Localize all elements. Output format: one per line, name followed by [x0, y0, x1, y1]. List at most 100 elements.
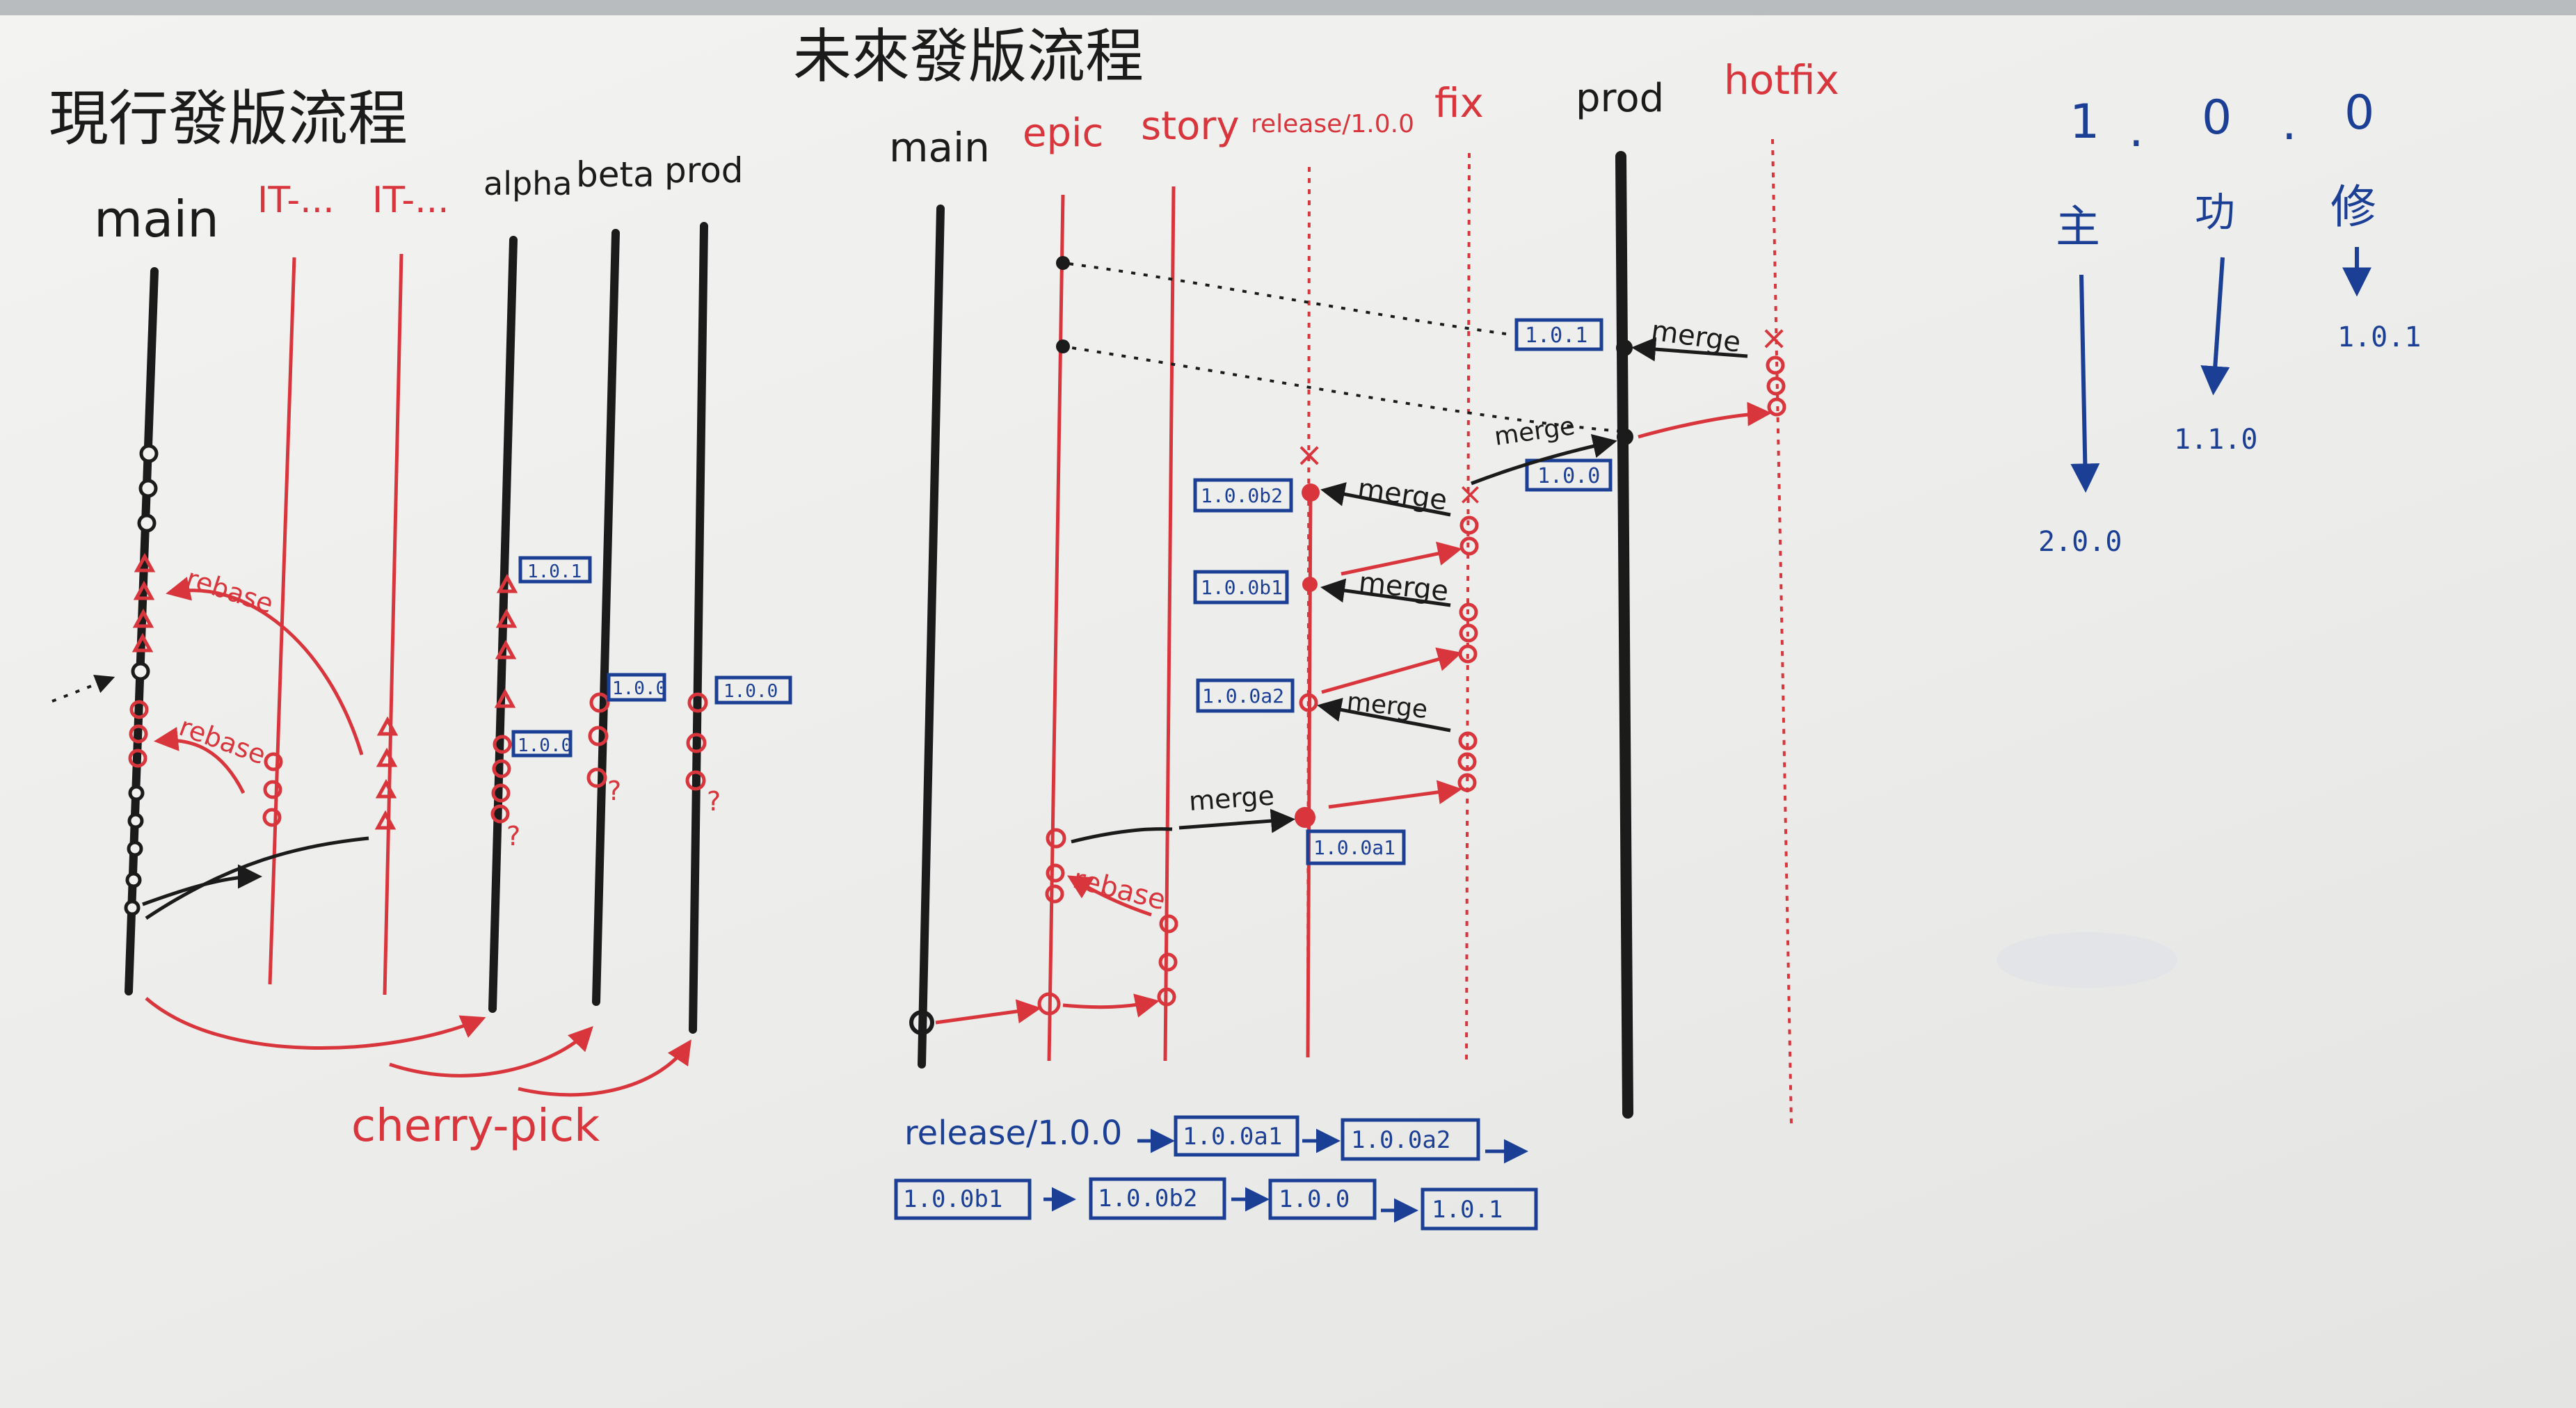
rebase-label: rebase [182, 563, 277, 620]
future-flow-title: 未來發版流程 [793, 22, 1144, 90]
commit-dot [131, 662, 150, 681]
semver-digit: . [2282, 96, 2297, 151]
close-x-marker: × [1457, 477, 1483, 512]
semver-digit: 0 [2344, 86, 2374, 141]
branch-label-story: story [1141, 104, 1240, 149]
version-tag: 1.0.0 [607, 673, 666, 702]
prod-branch-line [1615, 151, 1633, 1119]
current-flow-title: 現行發版流程 [49, 84, 408, 154]
commit-triangle [374, 810, 397, 830]
branch-label-hotfix: hotfix [1724, 56, 1839, 104]
commit-dot [1056, 256, 1070, 270]
commit-dot [589, 692, 610, 713]
flow-tag: 1.0.0b1 [903, 1185, 1002, 1213]
rebase-label: rebase [1070, 863, 1169, 916]
flow-tag-box [1089, 1177, 1226, 1220]
close-x-marker: × [1295, 435, 1323, 474]
semver-digit: 1 [2070, 95, 2099, 150]
commit-dot [1159, 914, 1178, 934]
merge-arrow [142, 864, 262, 906]
hotfix-arrow [1638, 401, 1772, 439]
flow-tag-box [1341, 1118, 1480, 1161]
merge-label: merge [1356, 472, 1449, 517]
version-tag: 1.0.0b1 [1193, 570, 1289, 605]
commit-dot [128, 785, 145, 801]
fix-commits [1457, 515, 1479, 792]
release-branch-commits [490, 573, 708, 824]
merge-label: merge [1345, 687, 1429, 724]
cherry-pick-arrow [389, 1025, 593, 1078]
flow-tag-box [1268, 1178, 1377, 1220]
beta-branch-line [592, 229, 620, 1006]
commit-dot [586, 767, 607, 788]
cherry-pick-label: cherry-pick [351, 1101, 600, 1152]
commit-dot [1459, 602, 1478, 622]
commit-triangle [133, 580, 155, 600]
merge-arrow [1471, 433, 1617, 486]
main-start-commit [909, 1010, 934, 1035]
merge-arrow [1320, 482, 1451, 517]
svg-text:1.0.0a2: 1.0.0a2 [1202, 685, 1284, 707]
semver-notes: 1 . 0 . 0 主 功 修 2.0.0 1.1.0 1.0.1 [2038, 86, 2421, 558]
svg-text:1.0.0: 1.0.0 [1537, 464, 1600, 488]
commit-dot [1617, 429, 1633, 445]
commit-dot [127, 813, 144, 829]
commit-triangle [132, 608, 154, 628]
version-tag: 1.0.0 [1525, 458, 1613, 492]
dotted-merge-line [1062, 262, 1507, 335]
commit-triangle [495, 608, 518, 628]
merge-arrow [1320, 578, 1451, 607]
commit-dot [264, 752, 283, 771]
svg-text:1.0.0: 1.0.0 [518, 735, 572, 756]
merge-arrow [1178, 808, 1295, 833]
flow-tag: 1.0.1 [1432, 1196, 1503, 1224]
commit-dot [138, 479, 158, 498]
svg-text:1.0.0: 1.0.0 [612, 678, 666, 699]
commit-dot [139, 444, 159, 463]
it-2-branch-line [383, 253, 403, 995]
commit-dot [125, 872, 142, 888]
flow-tag-box [1174, 1115, 1299, 1157]
main-commits [124, 444, 159, 916]
branch-label-epic: epic [1023, 111, 1103, 156]
commit-triangle [131, 632, 154, 653]
flow-tag: 1.0.0a1 [1183, 1123, 1282, 1151]
release-commit [1299, 693, 1318, 712]
commit-dot [588, 726, 609, 746]
semver-digit: . [2129, 103, 2144, 158]
version-tag: 1.0.0b2 [1193, 478, 1293, 513]
incoming-dotted-arrow [51, 675, 115, 703]
commit-dot [1616, 339, 1633, 356]
version-tag: 1.0.0a2 [1196, 678, 1295, 713]
prod-branch-line [689, 222, 708, 1034]
major-label: 主 [2056, 202, 2100, 253]
branch-label-prod: prod [1576, 76, 1664, 121]
branch-label-main: main [889, 124, 990, 171]
board-top-frame [0, 0, 2576, 15]
commit-dot [492, 759, 511, 778]
release-commit [1295, 807, 1315, 828]
branch-label-main: main [94, 190, 219, 248]
branch-label-it-2: IT-... [372, 179, 449, 221]
commit-triangle [494, 688, 516, 708]
commit-dot [687, 692, 708, 713]
fix-arrow [1328, 780, 1462, 809]
commit-dot [129, 724, 148, 744]
current-flow-section: 現行發版流程 main IT-... IT-... alpha beta pro… [49, 84, 792, 1152]
svg-text:1.0.1: 1.0.1 [527, 561, 582, 582]
question-mark: ? [607, 776, 621, 806]
merge-arrow [1317, 698, 1451, 733]
commit-triangle [496, 573, 518, 593]
release-commit [1302, 483, 1320, 502]
commit-dot [1766, 376, 1786, 396]
commit-dot [1457, 752, 1477, 771]
svg-text:1.0.1: 1.0.1 [1525, 323, 1587, 348]
branch-arrow [935, 999, 1041, 1025]
commit-dot [124, 899, 141, 916]
commit-triangle [376, 747, 398, 767]
question-mark: ? [707, 786, 721, 817]
commit-dot [262, 808, 282, 827]
eraser-smudge [1997, 932, 2177, 988]
commit-triangle [376, 716, 399, 736]
commit-dot [1766, 355, 1785, 375]
